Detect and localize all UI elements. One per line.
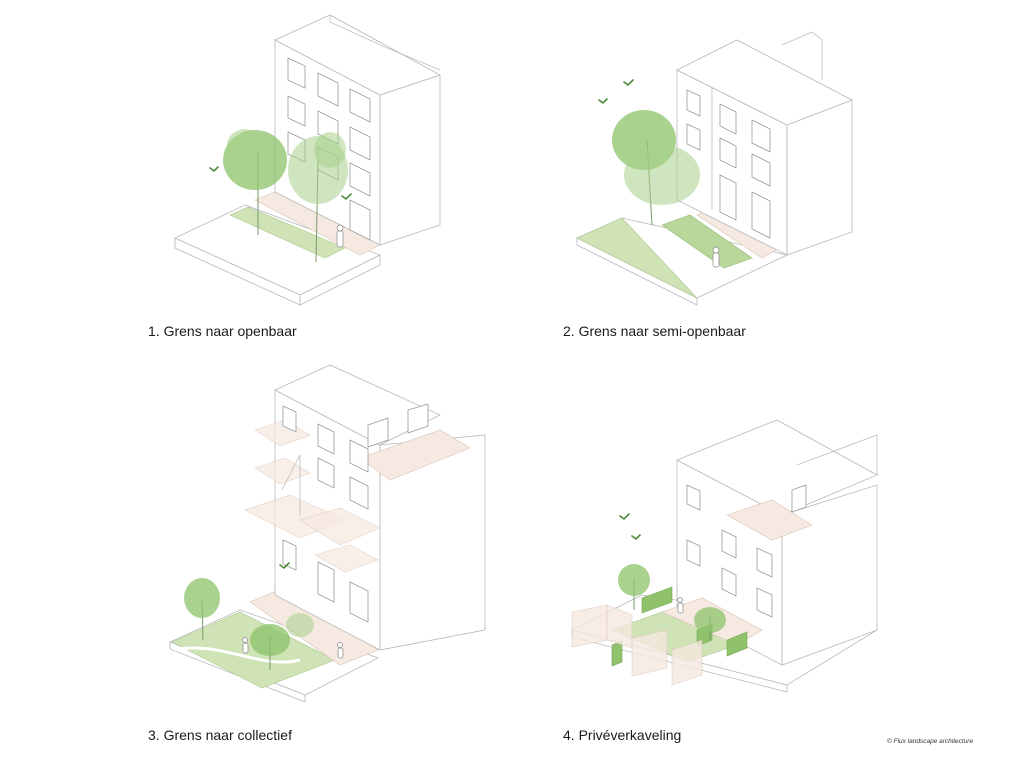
bird-icon: [598, 98, 608, 105]
caption-panel-3: 3. Grens naar collectief: [148, 727, 292, 743]
building-side-facade: [786, 99, 853, 256]
facade-windows: [282, 403, 429, 623]
street-tree-1: [223, 129, 287, 235]
building-roof: [274, 364, 441, 446]
roof-terrace: [359, 429, 471, 481]
person-figure: [336, 224, 344, 248]
semi-public-green-strip: [661, 214, 753, 269]
garden-tree-1: [618, 564, 650, 610]
facade-windows: [686, 89, 771, 239]
bird-icon: [279, 562, 290, 570]
isometric-drawing-3: [168, 364, 486, 703]
person-figure: [677, 597, 684, 614]
building-side-facade: [379, 74, 441, 246]
isometric-drawing-1: [174, 14, 441, 306]
building-roof: [274, 14, 441, 96]
diagram-panel-3: 3. Grens naar collectief: [0, 340, 512, 767]
diagram-panel-2: 2. Grens naar semi-openbaar: [512, 0, 1024, 360]
roof-terrace: [726, 499, 813, 541]
building-roof: [676, 39, 853, 126]
person-figure: [712, 246, 720, 268]
bird-icon: [341, 193, 352, 201]
garden-tree: [612, 110, 700, 226]
isometric-drawing-2: [576, 31, 853, 306]
caption-panel-1: 1. Grens naar openbaar: [148, 323, 297, 339]
garden-path: [174, 646, 301, 664]
diagram-panel-4: 4. Privéverkaveling: [512, 340, 1024, 767]
street-tree-2: [288, 132, 348, 263]
facade-windows: [686, 484, 807, 618]
isometric-drawing-4: [570, 419, 879, 693]
collective-tree-1: [184, 578, 220, 641]
bird-icon: [623, 79, 634, 87]
public-lawn: [576, 217, 698, 299]
ground-slab-side: [299, 254, 381, 306]
bird-icon: [619, 513, 630, 521]
garden-sheds: [571, 604, 703, 686]
building-side-facade: [781, 484, 878, 666]
bird-icon: [631, 534, 641, 541]
collective-tree-2: [250, 613, 314, 670]
caption-panel-2: 2. Grens naar semi-openbaar: [563, 323, 746, 339]
bird-icon: [209, 166, 219, 173]
balconies: [244, 419, 381, 573]
copyright-credit: © Flux landscape architecture: [887, 738, 974, 745]
garden-tree-2: [694, 607, 726, 640]
caption-panel-4: 4. Privéverkaveling: [563, 727, 682, 743]
person-figure: [242, 637, 344, 659]
diagram-panel-1: 1. Grens naar openbaar: [0, 0, 512, 339]
